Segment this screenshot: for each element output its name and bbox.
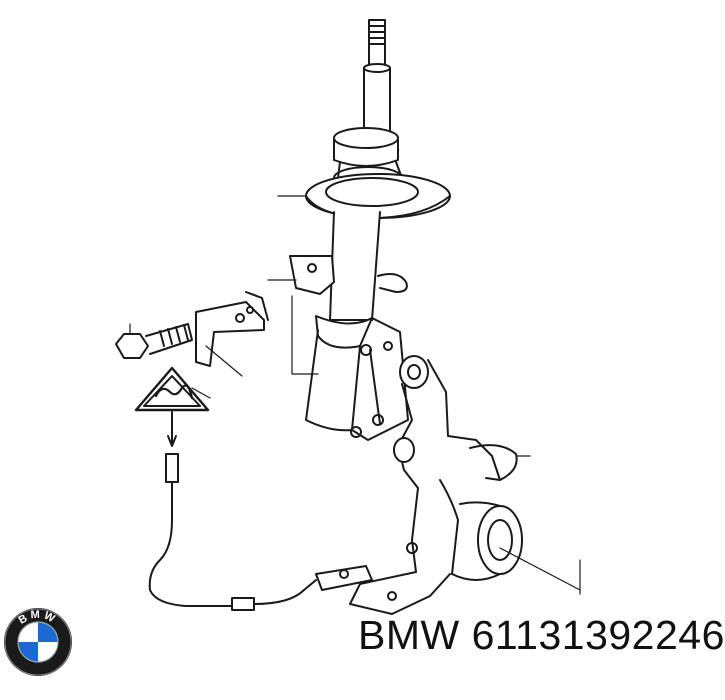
leader-lines xyxy=(129,195,581,595)
strut-body xyxy=(305,211,409,441)
sensor-bracket xyxy=(195,291,269,367)
parts-diagram xyxy=(115,19,581,615)
part-caption: BMW 61131392246 xyxy=(358,612,725,659)
bmw-roundel-icon: BMW xyxy=(4,608,72,676)
warning-triangle-icon xyxy=(134,366,210,447)
steering-knuckle xyxy=(349,355,523,615)
part-number: 61131392246 xyxy=(471,612,725,658)
strut-piston-rod xyxy=(363,19,391,141)
strut-brake-hose-bracket xyxy=(289,255,408,295)
hex-bolt xyxy=(115,323,193,359)
bmw-logo-lettering: BMW xyxy=(16,609,56,627)
strut-top-mount xyxy=(305,127,451,220)
wheel-speed-sensor-cable xyxy=(148,453,373,611)
brand-name: BMW xyxy=(358,612,460,658)
svg-text:BMW: BMW xyxy=(16,609,59,627)
